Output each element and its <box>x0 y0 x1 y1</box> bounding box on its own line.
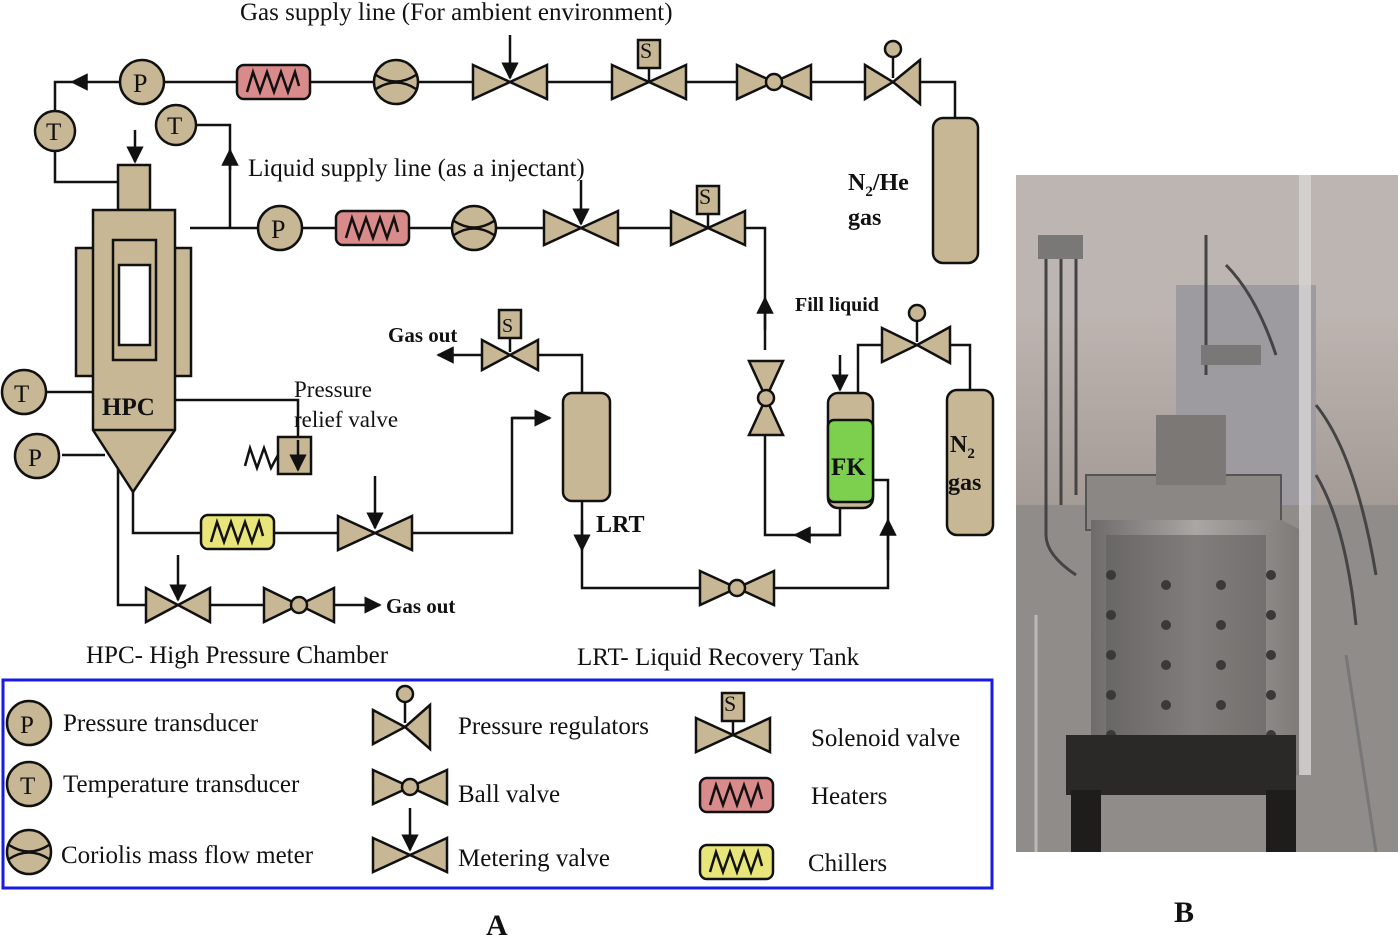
gas-out-lrt-label: Gas out <box>388 323 457 347</box>
heater-gas <box>235 63 312 101</box>
solenoid-valve-lrt: S <box>480 308 540 373</box>
experimental-setup-photo <box>1016 175 1398 852</box>
gas-supply-label: Gas supply line (For ambient environment… <box>240 0 673 26</box>
panel-a-label: A <box>486 909 508 938</box>
svg-text:S: S <box>640 38 652 63</box>
legend-heaters: Heaters <box>698 776 887 814</box>
metering-valve-hpc <box>336 476 414 552</box>
svg-text:Temperature transducer: Temperature transducer <box>63 771 300 798</box>
solenoid-valve-gas: S <box>610 38 688 101</box>
svg-text:T: T <box>46 119 61 146</box>
ball-valve-bottom <box>262 586 336 624</box>
legend-temperature-transducer: T Temperature transducer <box>5 760 300 808</box>
temperature-transducer-gas: T <box>33 109 77 153</box>
coriolis-gas <box>372 58 420 106</box>
pressure-regulator-fk <box>880 303 952 366</box>
metering-valve-gas <box>471 35 549 101</box>
legend-box <box>1 678 994 890</box>
ball-valve-lrt-fk <box>698 569 776 607</box>
svg-text:T: T <box>14 381 29 408</box>
svg-text:T: T <box>167 113 182 140</box>
n2he-gas-label: gas <box>848 205 881 231</box>
hpc-vessel <box>74 163 193 495</box>
legend-chillers: Chillers <box>698 843 887 881</box>
ball-valve-gas <box>735 63 813 101</box>
svg-text:S: S <box>724 691 736 716</box>
legend-coriolis: Coriolis mass flow meter <box>5 828 314 876</box>
svg-text:Chillers: Chillers <box>808 850 887 877</box>
svg-text:Pressure regulators: Pressure regulators <box>458 713 649 740</box>
svg-text:P: P <box>28 445 42 472</box>
ball-valve-vertical <box>747 359 785 437</box>
svg-text:T: T <box>20 773 35 800</box>
metering-valve-bottom <box>144 555 212 625</box>
n2he-cylinder <box>931 116 980 265</box>
pressure-transducer-hpc: P <box>13 432 61 480</box>
svg-text:Heaters: Heaters <box>811 783 887 810</box>
temperature-transducer-hpc: T <box>0 368 48 416</box>
pressure-transducer-gas: P <box>118 58 166 106</box>
fill-liquid-label: Fill liquid <box>795 294 879 316</box>
legend-metering-valve: Metering valve <box>371 808 610 874</box>
metering-valve-liquid <box>542 180 620 247</box>
svg-text:Ball valve: Ball valve <box>458 781 560 808</box>
svg-text:S: S <box>699 184 711 209</box>
pressure-relief-label-1: Pressure <box>294 377 372 402</box>
svg-text:S: S <box>502 315 513 337</box>
n2-cylinder <box>945 388 995 537</box>
hpc-label: HPC <box>102 394 155 421</box>
coriolis-liquid <box>450 204 498 252</box>
solenoid-valve-liquid: S <box>669 184 747 247</box>
hpc-full-label: HPC- High Pressure Chamber <box>86 642 389 669</box>
heater-liquid <box>334 209 411 247</box>
chiller <box>199 513 276 551</box>
svg-text:P: P <box>133 69 147 98</box>
lrt-full-label: LRT- Liquid Recovery Tank <box>577 644 860 671</box>
pressure-transducer-liquid: P <box>256 204 304 252</box>
svg-text:Solenoid valve: Solenoid valve <box>811 725 960 752</box>
lrt-tank <box>561 391 612 503</box>
fk-label: FK <box>831 454 866 481</box>
gas-out-bottom-label: Gas out <box>386 594 455 618</box>
liquid-supply-label: Liquid supply line (as a injectant) <box>248 155 585 182</box>
temperature-transducer-liquid: T <box>154 103 198 147</box>
svg-text:Metering valve: Metering valve <box>458 845 610 872</box>
panel-b-label: B <box>1174 896 1195 929</box>
pressure-regulator-gas <box>863 39 922 107</box>
svg-text:P: P <box>20 712 34 739</box>
legend-pressure-regulator: Pressure regulators <box>371 684 649 752</box>
svg-text:Pressure transducer: Pressure transducer <box>63 710 259 737</box>
legend-solenoid-valve: S Solenoid valve <box>694 691 960 754</box>
pressure-relief-valve <box>243 435 313 476</box>
svg-text:P: P <box>271 215 285 244</box>
lrt-label: LRT <box>596 512 645 538</box>
n2-label: N2 <box>950 432 975 462</box>
pressure-relief-label-2: relief valve <box>294 407 398 432</box>
fk-tank <box>826 391 875 510</box>
svg-text:Coriolis mass flow meter: Coriolis mass flow meter <box>61 842 314 869</box>
legend-ball-valve: Ball valve <box>371 768 560 808</box>
n2-gas-label: gas <box>948 470 981 496</box>
n2he-label: N2/He <box>848 170 909 200</box>
legend-pressure-transducer: P Pressure transducer <box>5 699 259 747</box>
